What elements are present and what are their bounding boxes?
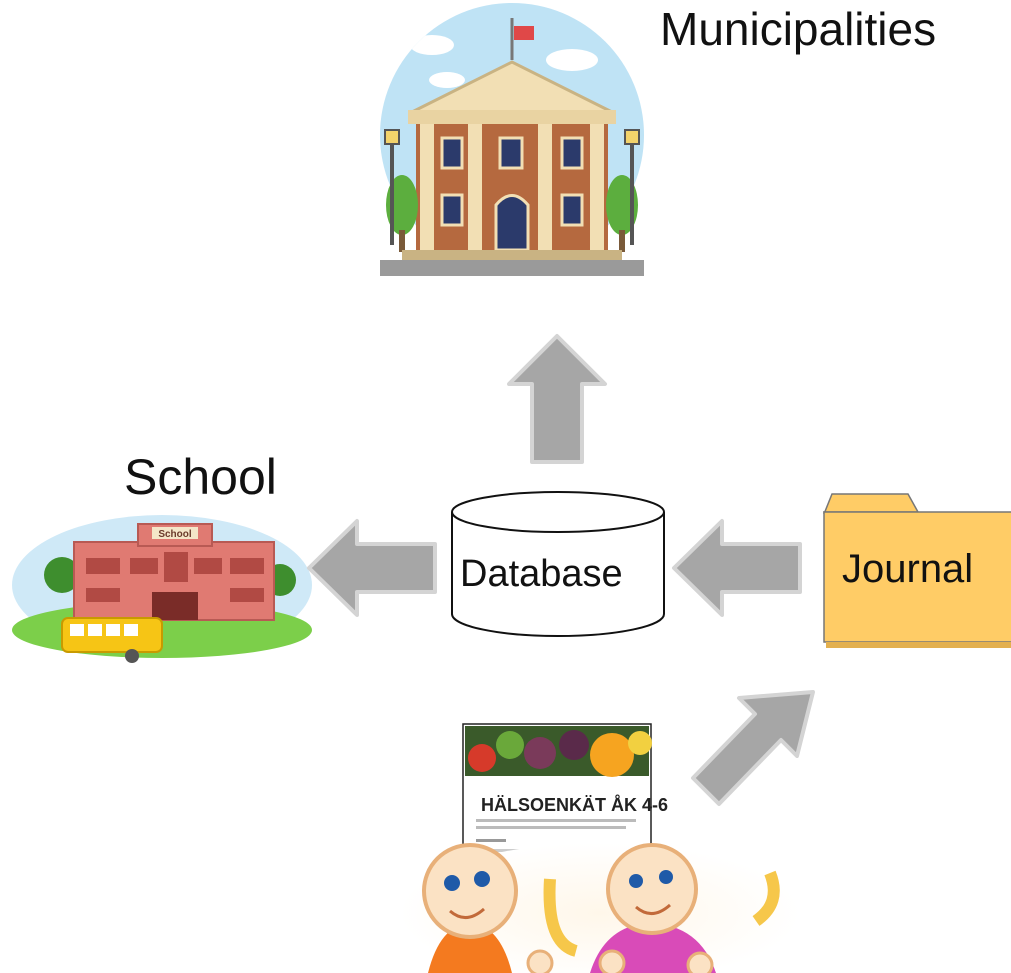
school-label: School: [124, 449, 277, 505]
svg-text:School: School: [158, 529, 192, 540]
arrow-survey-to-journal: [691, 690, 815, 806]
database-cylinder: [451, 491, 665, 637]
survey-title: HÄLSOENKÄT ÅK 4-6: [481, 795, 669, 815]
municipalities-label: Municipalities: [660, 3, 937, 55]
arrow-database-to-school: [307, 519, 437, 617]
journal-folder-icon: [823, 493, 1011, 648]
journal-label: Journal: [842, 547, 974, 591]
arrow-journal-to-database: [672, 519, 802, 617]
database-label: Database: [460, 553, 623, 595]
city-hall-illustration: [380, 3, 644, 276]
arrow-database-to-municipalities: [507, 334, 607, 464]
children-illustration: [400, 843, 800, 973]
school-illustration: School: [12, 515, 312, 663]
